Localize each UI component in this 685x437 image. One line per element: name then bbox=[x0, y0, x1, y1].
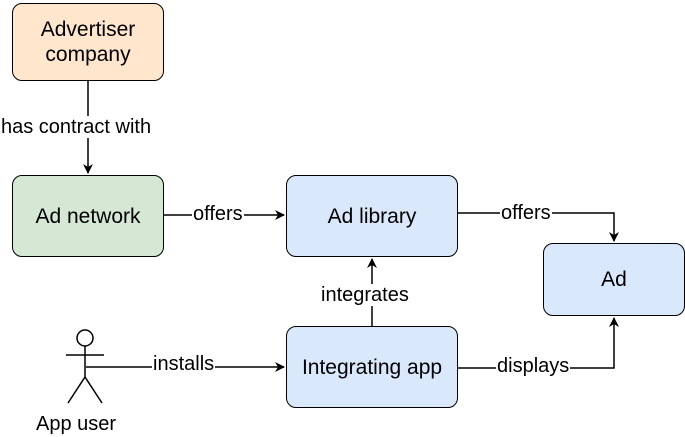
node-advertiser-company[interactable]: Advertiser company bbox=[12, 3, 164, 81]
edge-label-installs: installs bbox=[152, 353, 216, 375]
edge-label-integrates: integrates bbox=[320, 284, 410, 306]
edge-label-displays: displays bbox=[496, 355, 571, 377]
node-integrating-app[interactable]: Integrating app bbox=[286, 326, 458, 408]
edge-label-offers-2: offers bbox=[500, 202, 552, 224]
node-ad-network-label: Ad network bbox=[35, 204, 141, 228]
node-advertiser-label: Advertiser company bbox=[40, 18, 136, 66]
node-ad-network[interactable]: Ad network bbox=[12, 175, 164, 257]
node-ad[interactable]: Ad bbox=[543, 243, 685, 316]
node-ad-library-label: Ad library bbox=[327, 204, 417, 228]
edge-label-has-contract-with: has contract with bbox=[0, 116, 153, 138]
actor-label-app-user: App user bbox=[36, 413, 117, 435]
app-user-actor-icon bbox=[66, 329, 104, 404]
node-integrating-app-label: Integrating app bbox=[301, 355, 443, 379]
edge-label-offers-1: offers bbox=[192, 203, 244, 225]
node-ad-label: Ad bbox=[601, 268, 627, 291]
node-ad-library[interactable]: Ad library bbox=[286, 175, 458, 257]
